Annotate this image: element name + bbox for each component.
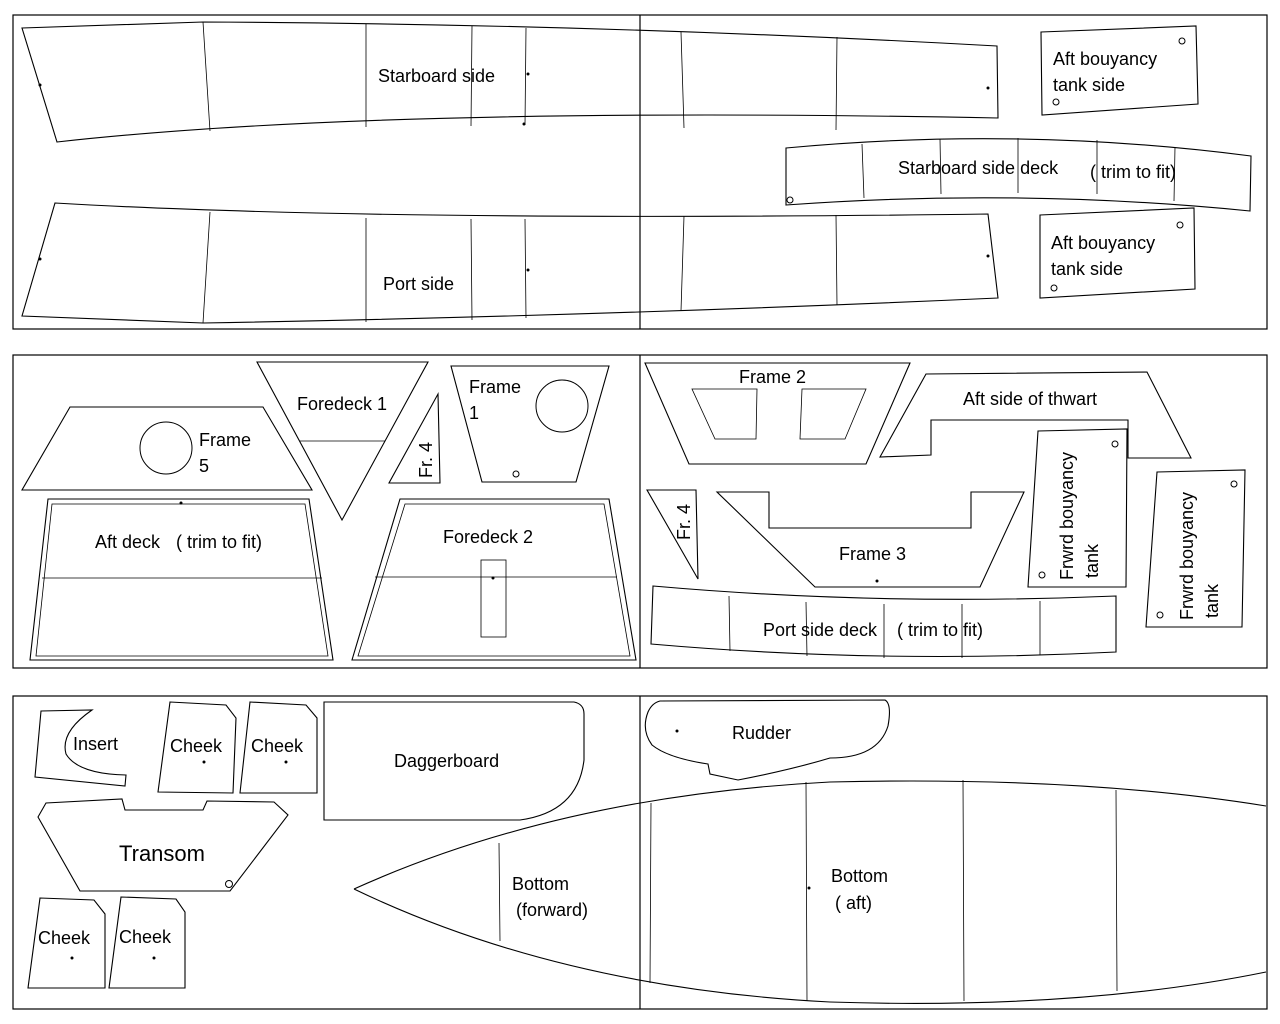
port-side-label: Port side bbox=[383, 274, 454, 294]
aft-buoyancy-1-line2: tank side bbox=[1053, 75, 1125, 95]
forward-buoyancy-tank-2: Frwrd bouyancy tank bbox=[1145, 469, 1246, 628]
starboard-side-deck-part: Starboard side deck ( trim to fit) bbox=[785, 138, 1252, 212]
insert-label: Insert bbox=[73, 734, 118, 754]
foredeck-2-part: Foredeck 2 bbox=[351, 498, 637, 661]
cheek-3-part: Cheek bbox=[27, 897, 106, 989]
frame-1-part: Frame 1 bbox=[450, 365, 610, 483]
bottom-forward-label-1: Bottom bbox=[512, 874, 569, 894]
port-side-part: Port side bbox=[21, 202, 999, 324]
starboard-side-deck-label: Starboard side deck bbox=[898, 158, 1059, 178]
starboard-side-deck-note: ( trim to fit) bbox=[1090, 162, 1176, 182]
aft-side-of-thwart-part: Aft side of thwart bbox=[879, 371, 1192, 459]
cheek-4-label: Cheek bbox=[119, 927, 172, 947]
frame-1-label-1: Frame bbox=[469, 377, 521, 397]
insert-part: Insert bbox=[34, 709, 127, 787]
bottom-forward-label-2: (forward) bbox=[516, 900, 588, 920]
frame-3-part: Frame 3 bbox=[715, 491, 1025, 588]
aft-buoyancy-tank-side-1: Aft bouyancy tank side bbox=[1040, 25, 1199, 116]
transom-label: Transom bbox=[119, 841, 205, 866]
frame-4a-part: Fr. 4 bbox=[388, 391, 441, 484]
cheek-3-label: Cheek bbox=[38, 928, 91, 948]
port-side-deck-label: Port side deck bbox=[763, 620, 878, 640]
panel-sides: Starboard side Port side Aft bouyancy ta… bbox=[12, 14, 1268, 330]
frame-2-label: Frame 2 bbox=[739, 367, 806, 387]
bottom-aft-label-1: Bottom bbox=[831, 866, 888, 886]
rudder-label: Rudder bbox=[732, 723, 791, 743]
foredeck-1-part: Foredeck 1 bbox=[256, 361, 429, 522]
daggerboard-part: Daggerboard bbox=[323, 701, 585, 821]
cheek-2-part: Cheek bbox=[239, 701, 318, 794]
port-side-deck-part: Port side deck ( trim to fit) bbox=[650, 585, 1117, 658]
cheek-4-part: Cheek bbox=[108, 896, 186, 989]
cheek-2-label: Cheek bbox=[251, 736, 304, 756]
panel-frames: Frame 5 Foredeck 1 Fr. 4 Frame 1 bbox=[12, 354, 1268, 669]
frame-4b-label: Fr. 4 bbox=[674, 504, 694, 540]
foredeck-2-label: Foredeck 2 bbox=[443, 527, 533, 547]
frame-5-label-2: 5 bbox=[199, 456, 209, 476]
forward-buoyancy-tank-1: Frwrd bouyancy tank bbox=[1027, 428, 1128, 588]
cheek-1-part: Cheek bbox=[157, 701, 237, 794]
foredeck-1-label: Foredeck 1 bbox=[297, 394, 387, 414]
fwd-buoyancy-1-line1: Frwrd bouyancy bbox=[1057, 452, 1077, 580]
frame-2-part: Frame 2 bbox=[644, 362, 911, 465]
frame-4b-part: Fr. 4 bbox=[646, 489, 699, 580]
frame-5-label-1: Frame bbox=[199, 430, 251, 450]
rudder-part: Rudder bbox=[644, 699, 891, 781]
frame-3-label: Frame 3 bbox=[839, 544, 906, 564]
fwd-buoyancy-1-line2: tank bbox=[1082, 543, 1102, 578]
frame-4a-label: Fr. 4 bbox=[416, 442, 436, 478]
aft-deck-part: Aft deck ( trim to fit) bbox=[29, 498, 334, 661]
aft-side-of-thwart-label: Aft side of thwart bbox=[963, 389, 1097, 409]
aft-buoyancy-1-line1: Aft bouyancy bbox=[1053, 49, 1157, 69]
fwd-buoyancy-2-line1: Frwrd bouyancy bbox=[1177, 492, 1197, 620]
port-side-deck-note: ( trim to fit) bbox=[897, 620, 983, 640]
panel-bottom: Insert Cheek Cheek Daggerboard Transom bbox=[12, 695, 1268, 1010]
bottom-part: Bottom (forward) Bottom ( aft) bbox=[353, 779, 1267, 1004]
cheek-1-label: Cheek bbox=[170, 736, 223, 756]
aft-deck-note: ( trim to fit) bbox=[176, 532, 262, 552]
aft-buoyancy-2-line2: tank side bbox=[1051, 259, 1123, 279]
frame-5-part: Frame 5 bbox=[21, 406, 313, 491]
transom-part: Transom bbox=[37, 798, 289, 892]
starboard-side-label: Starboard side bbox=[378, 66, 495, 86]
aft-buoyancy-2-line1: Aft bouyancy bbox=[1051, 233, 1155, 253]
frame-1-label-2: 1 bbox=[469, 403, 479, 423]
starboard-side-part: Starboard side bbox=[21, 21, 999, 143]
fwd-buoyancy-2-line2: tank bbox=[1202, 583, 1222, 618]
aft-deck-label: Aft deck bbox=[95, 532, 161, 552]
daggerboard-label: Daggerboard bbox=[394, 751, 499, 771]
bottom-aft-label-2: ( aft) bbox=[835, 893, 872, 913]
aft-buoyancy-tank-side-2: Aft bouyancy tank side bbox=[1039, 207, 1196, 299]
